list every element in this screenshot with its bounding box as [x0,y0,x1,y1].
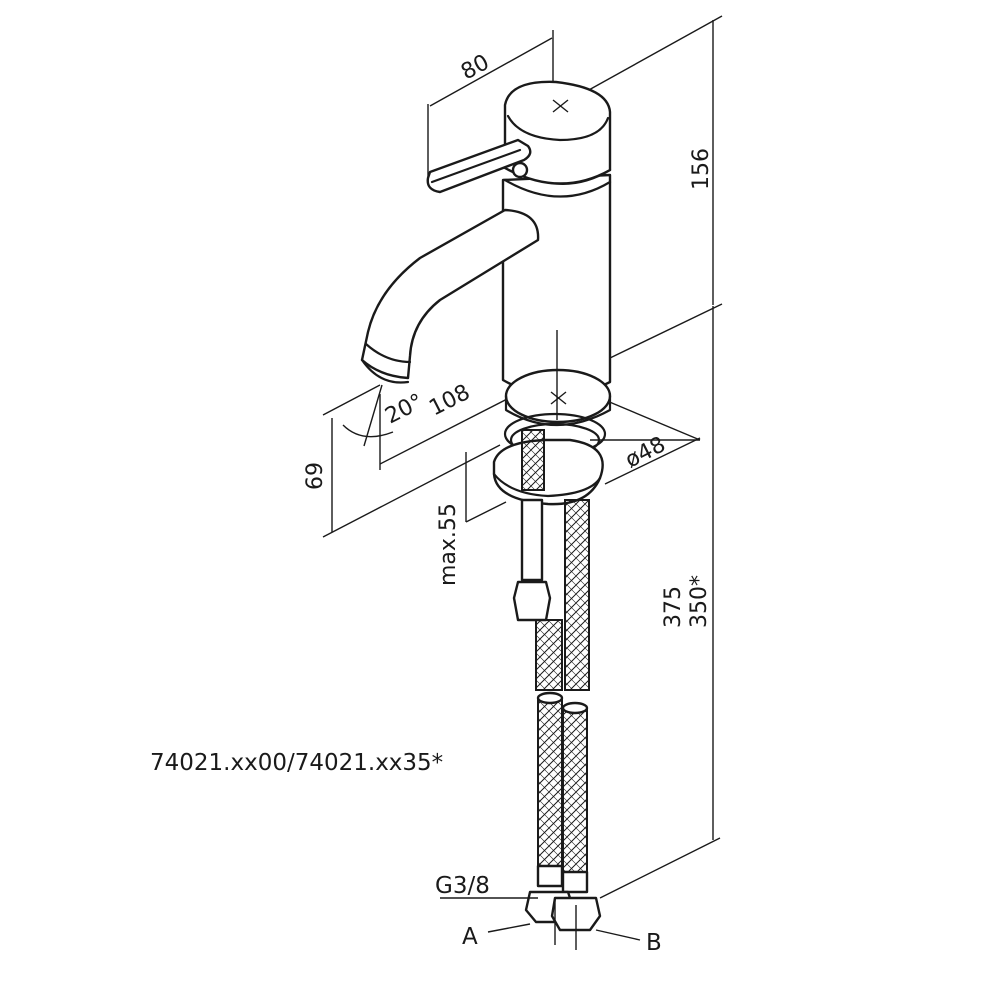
dim-spout-angle: 20° [381,389,427,429]
faucet-body [360,80,612,506]
dim-base-diameter: ø48 [621,432,669,473]
supply-hoses [512,498,602,950]
inlet-a-label: A [462,924,478,950]
dim-deck-thickness: max.55 [436,503,461,586]
model-code: 74021.xx00/74021.xx35* [150,750,443,776]
label-leaders [440,897,641,941]
dim-handle-reach: 80 [457,50,493,85]
thread-label: G3/8 [435,873,490,899]
dim-spout-height: 69 [303,462,328,490]
inlet-b-label: B [646,930,662,956]
dim-body-height: 156 [689,148,714,190]
dim-hose-length-alt: 350* [687,575,712,628]
dimension-lines [322,15,723,899]
dim-spout-reach: 108 [425,380,474,421]
dim-hose-length: 375 [661,586,686,628]
